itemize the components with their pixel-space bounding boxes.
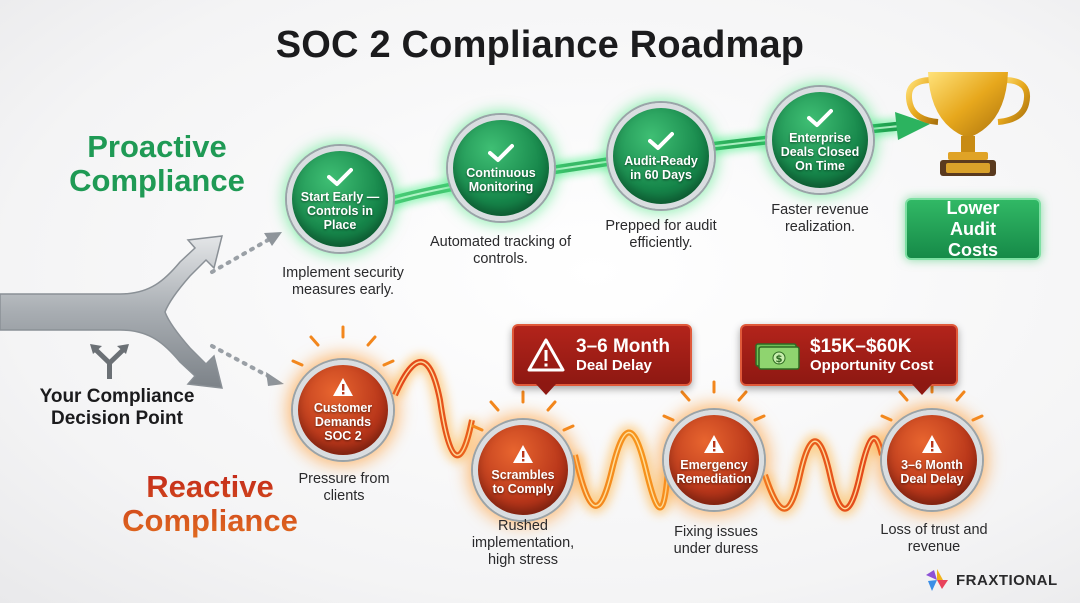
proactive-step-desc: Implement security measures early. <box>282 265 404 298</box>
reactive-step-desc: Loss of trust and revenue <box>880 522 988 555</box>
proactive-heading: Proactive Compliance <box>69 129 245 198</box>
reactive-step-desc: Fixing issues under duress <box>673 524 759 557</box>
callout-small: Deal Delay <box>576 356 652 374</box>
callout-big: 3–6 Month <box>576 335 670 357</box>
warning-icon <box>333 378 353 396</box>
reactive-step-deal-delay: 3–6 Month Deal Delay <box>882 410 982 510</box>
check-icon <box>488 143 514 162</box>
step-label: Start Early — Controls in Place <box>300 189 380 232</box>
step-label: Customer Demands SOC 2 <box>313 401 373 443</box>
step-label: Emergency Remediation <box>676 458 752 486</box>
proactive-step-start-early: Start Early — Controls in Place <box>287 146 393 252</box>
reactive-step-scrambles: Scrambles to Comply <box>473 420 573 520</box>
reactive-path <box>388 355 889 516</box>
connector-arrowhead-lower <box>266 372 284 386</box>
warning-icon <box>513 445 533 463</box>
split-arrows-icon <box>90 344 129 379</box>
proactive-step-desc: Prepped for audit efficiently. <box>605 218 717 251</box>
money-icon: $ <box>755 343 800 370</box>
step-label: Continuous Monitoring <box>466 165 536 194</box>
brand-logo: FRAXTIONAL <box>924 567 1058 593</box>
proactive-step-desc: Faster revenue realization. <box>771 202 869 235</box>
reactive-heading: Reactive Compliance <box>100 470 320 538</box>
proactive-step-desc: Automated tracking of controls. <box>429 234 572 267</box>
page-title: SOC 2 Compliance Roadmap <box>275 24 805 66</box>
proactive-step-continuous-monitoring: Continuous Monitoring <box>448 115 554 221</box>
callout-big: $15K–$60K <box>810 335 912 357</box>
reactive-step-desc: Pressure from clients <box>298 471 390 504</box>
warning-icon <box>922 435 942 453</box>
decision-point-label: Your Compliance Decision Point <box>39 386 195 429</box>
svg-text:$: $ <box>776 354 783 365</box>
warning-icon <box>704 435 724 453</box>
proactive-step-deals-closed: Enterprise Deals Closed On Time <box>767 87 873 193</box>
callout-tail <box>912 384 932 395</box>
lower-audit-costs-badge: Lower Audit Costs <box>905 198 1041 260</box>
reactive-step-desc: Rushed implementation, high stress <box>471 518 575 568</box>
outcome-label: Lower Audit Costs <box>946 197 1000 260</box>
check-icon <box>807 108 833 127</box>
step-label: Enterprise Deals Closed On Time <box>780 130 860 173</box>
callout-deal-delay: 3–6 Month Deal Delay <box>512 324 692 395</box>
dotted-connectors <box>210 238 270 378</box>
step-label: Audit-Ready in 60 Days <box>624 153 698 182</box>
decision-fork-arrow <box>0 235 223 389</box>
check-icon <box>648 131 674 150</box>
warning-icon <box>527 338 565 372</box>
check-icon <box>327 167 353 186</box>
reactive-step-customer-demands: Customer Demands SOC 2 <box>293 360 393 460</box>
callout-tail <box>536 384 556 395</box>
reactive-step-emergency-remediation: Emergency Remediation <box>664 410 764 510</box>
callout-small: Opportunity Cost <box>810 356 934 374</box>
callout-opportunity-cost: $ $15K–$60K Opportunity Cost <box>740 324 958 395</box>
connector-arrowhead-upper <box>264 232 282 246</box>
step-label: Scrambles to Comply <box>491 468 555 496</box>
proactive-step-audit-ready: Audit-Ready in 60 Days <box>608 103 714 209</box>
step-label: 3–6 Month Deal Delay <box>900 458 964 486</box>
fraxtional-logo-icon <box>926 569 948 591</box>
trophy-icon <box>906 72 1030 176</box>
alert-bursts <box>291 325 984 432</box>
brand-name: FRAXTIONAL <box>956 571 1058 589</box>
